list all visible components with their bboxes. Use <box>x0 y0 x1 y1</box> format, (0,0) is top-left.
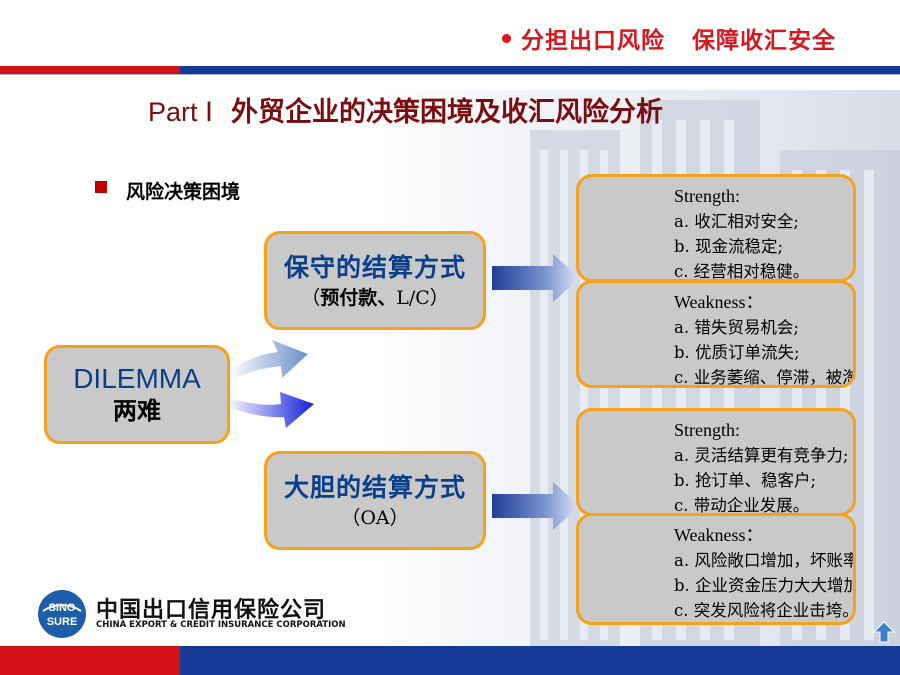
panel-item: c. 带动企业发展。 <box>674 496 810 515</box>
conservative-method-sub: （预付款、L/C） <box>301 286 449 309</box>
up-arrow-icon[interactable] <box>872 620 896 644</box>
sinosure-logo: SINO SURE <box>38 590 86 638</box>
block-arrow-top <box>492 254 580 302</box>
logo-name-en: CHINA EXPORT & CREDIT INSURANCE CORPORAT… <box>96 620 346 630</box>
page-title: Part Ⅰ 外贸企业的决策困境及收汇风险分析 <box>148 90 663 129</box>
bold-strength-panel: Strength: a. 灵活结算更有竞争力; b. 抢订单、稳客户; c. 带… <box>576 408 856 516</box>
panel-item: b. 现金流稳定; <box>674 237 784 256</box>
panel-heading: Weakness： <box>674 292 764 312</box>
bottom-bar <box>0 646 900 675</box>
panel-heading: Strength: <box>674 186 740 206</box>
logo-mark-top: SINO <box>49 602 76 614</box>
conservative-strength-panel: Strength: a. 收汇相对安全; b. 现金流稳定; c. 经营相对稳健… <box>576 174 856 282</box>
logo-name-cn: 中国出口信用保险公司 <box>96 598 327 623</box>
panel-item: a. 收汇相对安全; <box>674 212 799 231</box>
bold-method-sub: （OA） <box>341 506 409 529</box>
bullet-square-icon <box>95 181 107 193</box>
bold-method-box: 大胆的结算方式 （OA） <box>264 451 486 550</box>
bottom-bar-red <box>0 646 180 675</box>
top-bar-red <box>0 66 180 74</box>
panel-item: b. 企业资金压力大大增加; <box>674 576 856 595</box>
title-part: Part Ⅰ <box>148 97 213 127</box>
top-bar-blue <box>180 66 900 74</box>
panel-item: a. 风险敞口增加，坏账率上升 <box>674 551 853 570</box>
panel-item: a. 灵活结算更有竞争力; <box>674 446 849 465</box>
panel-item: a. 错失贸易机会; <box>674 318 799 337</box>
curved-arrow-up <box>228 340 308 380</box>
dilemma-en: DILEMMA <box>73 362 201 394</box>
slogan-dot <box>502 33 511 43</box>
top-bar-line <box>0 74 900 75</box>
bold-method-title: 大胆的结算方式 <box>283 472 466 502</box>
logo-mark-bottom: SURE <box>47 616 78 628</box>
slogan: 分担出口风险 保障收汇安全 <box>502 20 836 56</box>
panel-heading: Strength: <box>674 420 740 440</box>
conservative-method-box: 保守的结算方式 （预付款、L/C） <box>264 231 486 330</box>
panel-item: b. 抢订单、稳客户; <box>674 471 817 490</box>
dilemma-box: DILEMMA 两难 <box>44 345 230 444</box>
bold-weakness-panel: Weakness： a. 风险敞口增加，坏账率上升 b. 企业资金压力大大增加;… <box>576 513 856 625</box>
curved-arrow-down <box>226 392 314 428</box>
conservative-weakness-panel: Weakness： a. 错失贸易机会; b. 优质订单流失; c. 业务萎缩、… <box>576 280 856 388</box>
panel-item: c. 业务萎缩、停滞，被淘汰 <box>674 368 856 387</box>
panel-item: b. 优质订单流失; <box>674 343 800 362</box>
top-bar <box>0 66 900 75</box>
dilemma-zh: 两难 <box>113 395 161 425</box>
conservative-method-title: 保守的结算方式 <box>283 252 466 282</box>
section-label: 风险决策困境 <box>126 181 241 203</box>
panel-heading: Weakness： <box>674 525 764 545</box>
bottom-bar-blue <box>180 646 900 675</box>
panel-item: c. 突发风险将企业击垮。 <box>674 601 856 620</box>
block-arrow-bottom <box>492 482 580 530</box>
slogan-text: 分担出口风险 保障收汇安全 <box>521 28 837 54</box>
panel-item: c. 经营相对稳健。 <box>674 262 810 281</box>
title-main: 外贸企业的决策困境及收汇风险分析 <box>230 97 663 128</box>
